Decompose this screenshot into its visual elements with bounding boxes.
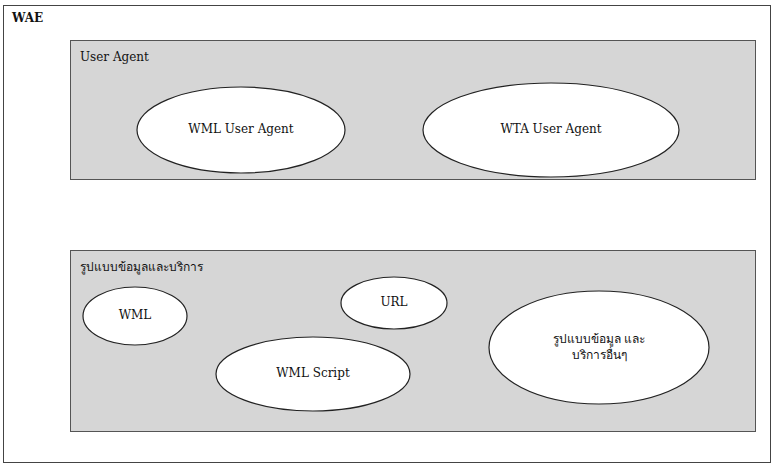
component-ellipse: WTA User Agent — [422, 82, 680, 178]
component-ellipse: รูปแบบข้อมูล และบริการอื่นๆ — [488, 290, 710, 405]
component-ellipse: WML Script — [215, 336, 411, 412]
group-heading: User Agent — [80, 50, 149, 66]
component-ellipse: WML — [82, 286, 188, 346]
component-ellipse: WML User Agent — [136, 86, 346, 174]
group-band: รูปแบบข้อมูลและบริการ WML URL WML Script รูป… — [70, 250, 756, 432]
component-label: รูปแบบข้อมูล และบริการอื่นๆ — [549, 332, 649, 363]
component-label: WML — [119, 308, 152, 324]
component-label: WML User Agent — [188, 122, 293, 138]
group-band: User AgentWML User Agent WTA User Agent — [70, 40, 756, 180]
group-heading: WAE — [12, 11, 43, 27]
component-label: WTA User Agent — [500, 122, 601, 138]
component-ellipse: URL — [340, 276, 448, 330]
environment-frame: WAE User AgentWML User Agent WTA User Agen… — [3, 5, 771, 463]
component-label: URL — [380, 295, 407, 311]
group-heading: รูปแบบข้อมูลและบริการ — [80, 260, 203, 276]
component-label: WML Script — [276, 366, 349, 382]
